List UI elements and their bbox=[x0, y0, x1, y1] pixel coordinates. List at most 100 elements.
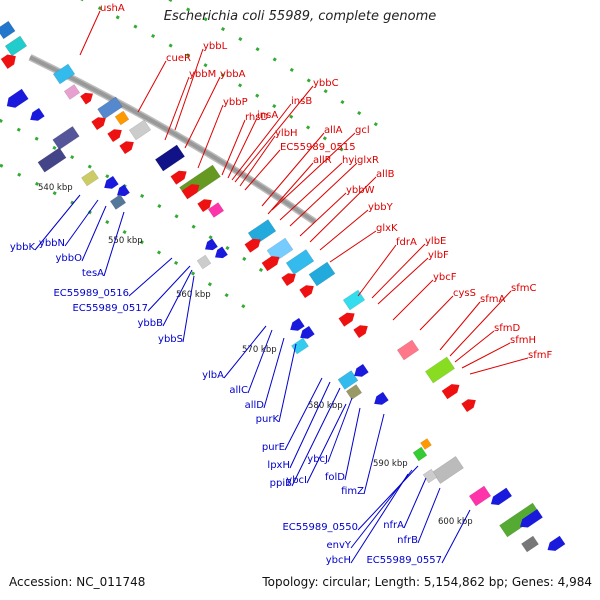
gene-feature-49 bbox=[215, 246, 228, 259]
feature-shape bbox=[154, 144, 186, 172]
gene-label-forward-leader bbox=[164, 76, 190, 141]
gene-label-forward: sfmF bbox=[528, 350, 552, 361]
gene-feature-43 bbox=[37, 147, 67, 173]
gene-feature-59 bbox=[412, 446, 428, 462]
gene-label-forward: ylbF bbox=[428, 250, 449, 261]
kbp-tick-label: 560 kbp bbox=[176, 290, 211, 300]
feature-shape bbox=[424, 356, 456, 384]
gene-label-forward: ybbW bbox=[346, 185, 375, 196]
feature-shape bbox=[461, 399, 476, 413]
gene-label-reverse: nfrA bbox=[383, 520, 404, 531]
gene-label-forward-leader bbox=[174, 48, 204, 131]
gene-label-reverse-leader bbox=[64, 199, 99, 247]
kbp-tick-label: 590 kbp bbox=[373, 459, 408, 469]
feature-shape bbox=[196, 254, 212, 270]
gene-label-forward-leader bbox=[309, 176, 377, 243]
gene-label-forward: allR bbox=[313, 155, 332, 166]
feature-shape bbox=[353, 325, 368, 339]
gene-label-forward-leader bbox=[244, 149, 281, 191]
gene-feature-57 bbox=[374, 391, 389, 405]
gene-label-forward: ybbY bbox=[368, 202, 394, 213]
gene-feature-18 bbox=[197, 199, 212, 213]
gene-feature-17 bbox=[181, 184, 200, 200]
gene-feature-42 bbox=[52, 125, 80, 151]
gene-label-reverse: ybcI bbox=[286, 475, 307, 486]
gene-label-reverse-leader bbox=[357, 465, 419, 531]
feature-shape bbox=[205, 238, 218, 251]
feature-shape bbox=[4, 35, 28, 57]
gene-label-forward-leader bbox=[469, 357, 529, 375]
gene-label-reverse: ybbN bbox=[39, 238, 65, 249]
feature-shape bbox=[281, 273, 296, 287]
gene-label-reverse-leader bbox=[278, 343, 297, 423]
gene-label-reverse-leader bbox=[417, 487, 441, 544]
gene-label-reverse-leader bbox=[147, 265, 191, 312]
gene-label-reverse: ylbA bbox=[202, 370, 224, 381]
gene-label-forward: cysS bbox=[453, 288, 476, 299]
gene-label-forward-leader bbox=[371, 243, 426, 299]
feature-shape bbox=[6, 88, 29, 108]
gene-label-forward-leader bbox=[377, 257, 429, 305]
gene-label-reverse: allD bbox=[245, 400, 265, 411]
gene-label-reverse: tesA bbox=[82, 268, 104, 279]
gene-label-forward: hyi bbox=[342, 155, 357, 166]
gene-feature-28 bbox=[338, 312, 355, 327]
gene-label-forward-leader bbox=[221, 119, 246, 176]
gene-label-forward: ushA bbox=[100, 3, 125, 14]
gene-label-reverse: purK bbox=[256, 414, 280, 425]
feature-shape bbox=[0, 20, 16, 40]
gene-label-forward: allA bbox=[324, 125, 343, 136]
feature-shape bbox=[128, 119, 152, 141]
gene-feature-55 bbox=[354, 363, 369, 377]
gene-feature-4 bbox=[52, 63, 76, 85]
gene-feature-52 bbox=[300, 325, 315, 339]
feature-shape bbox=[52, 125, 80, 151]
feature-shape bbox=[290, 317, 305, 331]
feature-shape bbox=[338, 312, 355, 327]
gene-feature-58 bbox=[420, 438, 432, 450]
gene-label-forward-leader bbox=[79, 10, 101, 56]
feature-shape bbox=[119, 141, 134, 155]
feature-shape bbox=[261, 256, 280, 272]
gene-feature-50 bbox=[196, 254, 212, 270]
feature-shape bbox=[247, 219, 277, 245]
gene-label-reverse-leader bbox=[284, 377, 323, 451]
feature-shape bbox=[215, 246, 228, 259]
gene-label-reverse: EC55989_0557 bbox=[366, 555, 442, 566]
feature-shape bbox=[181, 184, 200, 200]
gene-feature-21 bbox=[285, 249, 315, 275]
gene-label-forward: sfmA bbox=[480, 294, 505, 305]
gene-label-forward-leader bbox=[299, 192, 347, 237]
gene-label-forward: insB bbox=[291, 96, 312, 107]
gene-label-forward: glxR bbox=[357, 155, 379, 166]
gene-label-forward-leader bbox=[231, 103, 292, 181]
gene-feature-7 bbox=[97, 96, 123, 120]
gene-feature-26 bbox=[299, 285, 314, 299]
gene-feature-39 bbox=[547, 535, 566, 551]
gene-feature-11 bbox=[107, 129, 122, 143]
feature-shape bbox=[97, 96, 123, 120]
feature-shape bbox=[396, 339, 420, 361]
gene-feature-48 bbox=[205, 238, 218, 251]
feature-shape bbox=[547, 535, 566, 551]
gene-feature-31 bbox=[424, 356, 456, 384]
gene-label-reverse: ybbB bbox=[138, 318, 164, 329]
gene-label-reverse-leader bbox=[291, 387, 341, 487]
gene-label-reverse-leader bbox=[363, 413, 385, 495]
gene-label-forward-leader bbox=[454, 330, 495, 363]
gene-feature-2 bbox=[4, 35, 28, 57]
gene-label-reverse: purE bbox=[262, 442, 285, 453]
gene-label-forward-leader bbox=[197, 104, 224, 169]
gene-feature-46 bbox=[117, 184, 130, 197]
gene-feature-24 bbox=[261, 256, 280, 272]
gene-label-reverse-leader bbox=[162, 269, 193, 327]
gene-feature-34 bbox=[432, 456, 464, 484]
kbp-tick-label: 600 kbp bbox=[438, 517, 473, 527]
gene-feature-53 bbox=[291, 337, 309, 355]
feature-shape bbox=[266, 237, 294, 263]
gene-label-reverse-leader bbox=[103, 211, 125, 277]
gene-label-forward: cueR bbox=[166, 53, 191, 64]
gene-feature-12 bbox=[119, 141, 134, 155]
feature-shape bbox=[441, 384, 460, 400]
